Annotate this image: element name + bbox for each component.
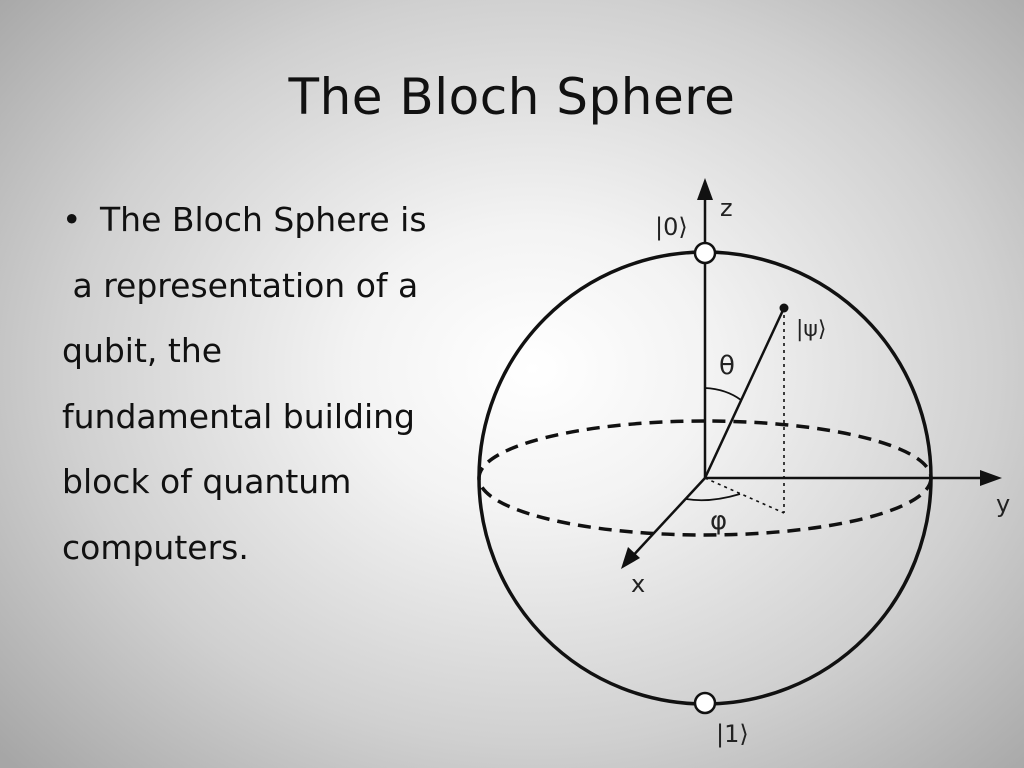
theta-label: θ xyxy=(719,351,735,381)
psi-vector xyxy=(703,307,786,479)
slide-title: The Bloch Sphere xyxy=(288,68,736,126)
psi-projection-horizontal xyxy=(704,477,785,514)
z-axis-arrowhead xyxy=(697,178,713,200)
bullet-line-3: qubit, the xyxy=(62,331,223,370)
ket-one-label: |1⟩ xyxy=(716,720,749,748)
north-pole-node xyxy=(693,241,717,265)
theta-arc xyxy=(704,387,742,401)
bullet-line-2: a representation of a xyxy=(62,265,419,305)
south-pole-node xyxy=(693,691,717,715)
bullet-line-4: fundamental building xyxy=(62,396,415,436)
z-axis-label: z xyxy=(720,194,733,222)
y-axis-label: y xyxy=(996,490,1010,518)
bullet-line-5: block of quantum xyxy=(62,462,352,501)
bullet-list: • The Bloch Sphere is a representation of… xyxy=(62,187,482,580)
ket-zero-label: |0⟩ xyxy=(655,213,688,241)
x-axis xyxy=(628,477,706,561)
bullet-marker: • xyxy=(62,200,82,239)
bullet-line-1: • The Bloch Sphere is xyxy=(62,187,482,253)
x-axis-arrowhead xyxy=(621,547,640,569)
bullet-line-6: computers. xyxy=(62,527,249,567)
bullet-text-1: The Bloch Sphere is xyxy=(100,200,427,239)
ket-psi-label: |ψ⟩ xyxy=(796,317,827,342)
x-axis-label: x xyxy=(631,570,645,598)
phi-label: φ xyxy=(710,506,727,536)
phi-arc xyxy=(685,493,741,502)
y-axis-arrowhead xyxy=(980,470,1002,486)
